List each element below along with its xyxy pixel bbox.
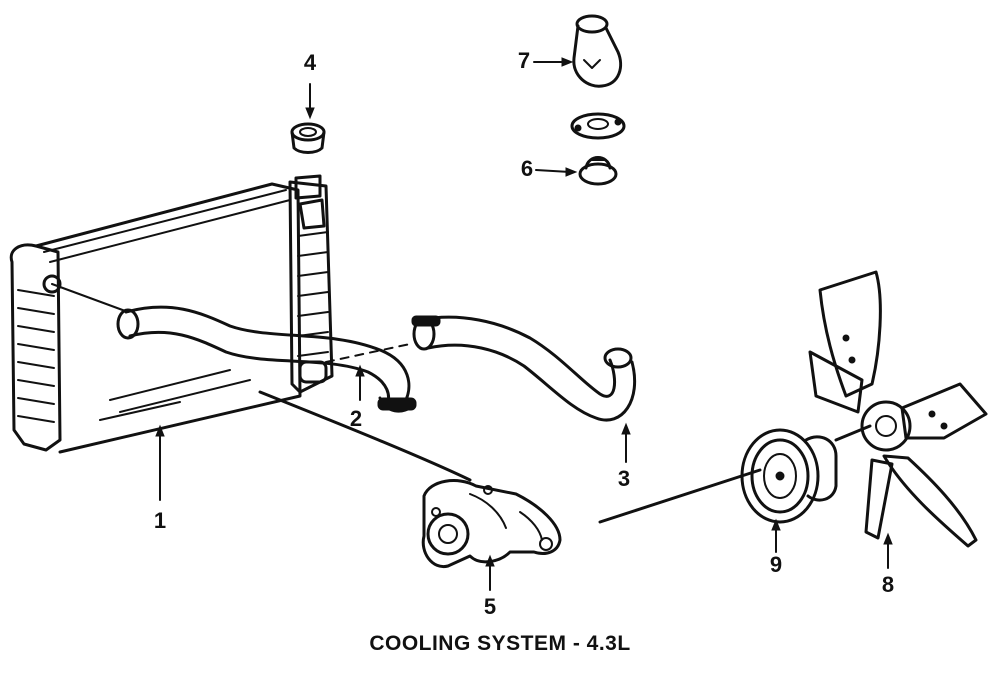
- upper-hose[interactable]: [116, 305, 417, 413]
- callout-9: 9: [770, 518, 782, 577]
- callout-label-8: 8: [882, 572, 894, 597]
- fan-pulley[interactable]: [740, 428, 838, 524]
- callout-5: 5: [484, 554, 496, 619]
- thermostat-gasket[interactable]: [570, 112, 626, 140]
- thermostat[interactable]: [578, 156, 618, 186]
- radiator-cap[interactable]: [290, 122, 326, 154]
- callout-label-2: 2: [350, 406, 362, 431]
- water-pump[interactable]: [421, 479, 562, 569]
- callout-7: 7: [518, 48, 574, 73]
- callout-label-3: 3: [618, 466, 630, 491]
- lower-hose[interactable]: [411, 315, 637, 422]
- callout-label-5: 5: [484, 594, 496, 619]
- callout-4: 4: [304, 50, 317, 120]
- callout-2: 2: [350, 364, 365, 431]
- callout-label-7: 7: [518, 48, 530, 73]
- callout-8: 8: [882, 532, 894, 597]
- diagram-caption: COOLING SYSTEM - 4.3L: [369, 632, 631, 655]
- water-outlet[interactable]: [572, 14, 623, 88]
- callout-6: 6: [521, 156, 578, 181]
- callout-1: 1: [154, 424, 166, 533]
- alignment-lines: [51, 283, 872, 524]
- callout-label-9: 9: [770, 552, 782, 577]
- callout-label-4: 4: [304, 50, 317, 75]
- radiator[interactable]: [9, 174, 334, 454]
- callout-label-1: 1: [154, 508, 166, 533]
- fan[interactable]: [808, 270, 988, 548]
- callout-3: 3: [618, 422, 631, 491]
- callout-label-6: 6: [521, 156, 533, 181]
